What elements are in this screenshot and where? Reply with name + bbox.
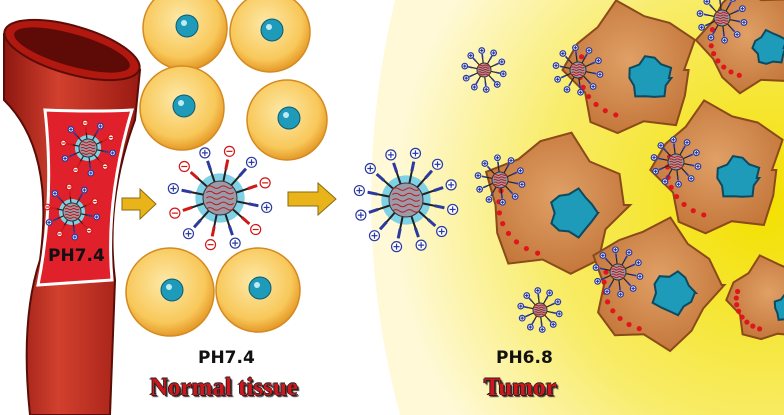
- normal-cells: [125, 0, 328, 337]
- nanoparticle: [474, 154, 526, 206]
- nanoparticle: [59, 119, 117, 177]
- nanoparticle: [650, 136, 702, 188]
- nanoparticle: [592, 246, 644, 298]
- nucleus: [277, 106, 301, 130]
- red-dot: [690, 208, 696, 214]
- red-dot: [739, 314, 745, 320]
- normal-cell: [139, 65, 225, 151]
- nanoparticle: [696, 0, 748, 44]
- red-dot: [681, 201, 687, 208]
- nucleus: [651, 270, 699, 317]
- red-dot: [603, 269, 609, 275]
- red-dot: [734, 288, 741, 295]
- red-dot: [617, 315, 623, 322]
- red-dot: [610, 308, 616, 314]
- red-dot: [523, 245, 529, 252]
- positive-charge-icon: [729, 0, 737, 2]
- red-dot: [580, 84, 586, 90]
- red-dot: [744, 319, 750, 325]
- red-dot: [728, 69, 734, 75]
- normal-cell: [246, 79, 328, 161]
- tumor-cell: [649, 99, 784, 235]
- red-dot: [750, 323, 756, 329]
- nanoparticle: [167, 145, 273, 251]
- normal-tissue-title: Normal tissue: [150, 374, 298, 401]
- red-dot: [535, 250, 541, 256]
- red-dot: [715, 58, 721, 64]
- vessel-ph-label: PH7.4: [48, 246, 105, 266]
- red-dot: [736, 72, 742, 78]
- red-dot: [709, 27, 715, 33]
- nucleus: [248, 276, 272, 300]
- normal-cell: [229, 0, 311, 73]
- red-dot: [711, 51, 717, 57]
- nanoparticle: [43, 183, 101, 241]
- tumor-ph-label: PH6.8: [496, 348, 553, 368]
- normal-ph-label: PH7.4: [198, 348, 255, 368]
- red-dot: [602, 108, 608, 114]
- nucleus: [751, 28, 784, 65]
- red-dot: [756, 326, 763, 332]
- nucleus: [773, 293, 784, 321]
- nanoparticle: [353, 147, 459, 253]
- nucleus: [260, 18, 284, 42]
- tumor-title: Tumor: [484, 374, 557, 401]
- nanoparticles: [43, 0, 748, 333]
- red-dot: [721, 64, 727, 70]
- nanoparticle: [552, 44, 604, 96]
- arrow-right-icon: [287, 181, 337, 217]
- red-dot: [734, 302, 740, 308]
- red-dot: [708, 43, 714, 49]
- nucleus: [160, 278, 184, 302]
- red-dot: [736, 308, 742, 314]
- red-dot: [496, 210, 503, 216]
- nucleus: [550, 187, 600, 239]
- nanoparticle: [517, 287, 563, 333]
- red-dot: [578, 54, 585, 60]
- tumor-cell: [561, 0, 697, 135]
- red-dot: [604, 299, 611, 305]
- nucleus: [172, 94, 196, 118]
- red-dot: [613, 112, 619, 118]
- red-dot: [668, 184, 674, 190]
- normal-cell: [125, 247, 215, 337]
- red-dot: [513, 239, 520, 245]
- tumor-cell: [725, 254, 784, 341]
- red-dot: [626, 321, 632, 328]
- red-dot: [585, 93, 592, 100]
- red-dot: [593, 101, 599, 108]
- blood: [36, 108, 135, 287]
- normal-cell: [215, 247, 301, 333]
- red-dot: [505, 230, 512, 237]
- red-dot: [673, 193, 680, 200]
- red-dot: [733, 295, 739, 301]
- normal-cell: [142, 0, 228, 71]
- nucleus: [175, 14, 199, 38]
- nucleus: [716, 155, 762, 198]
- arrow-right-icon: [121, 187, 157, 221]
- red-dot: [601, 279, 607, 285]
- red-dot: [636, 326, 642, 332]
- nucleus: [628, 55, 674, 98]
- nanoparticle: [461, 47, 507, 93]
- red-dot: [701, 212, 707, 218]
- red-dot: [500, 221, 506, 227]
